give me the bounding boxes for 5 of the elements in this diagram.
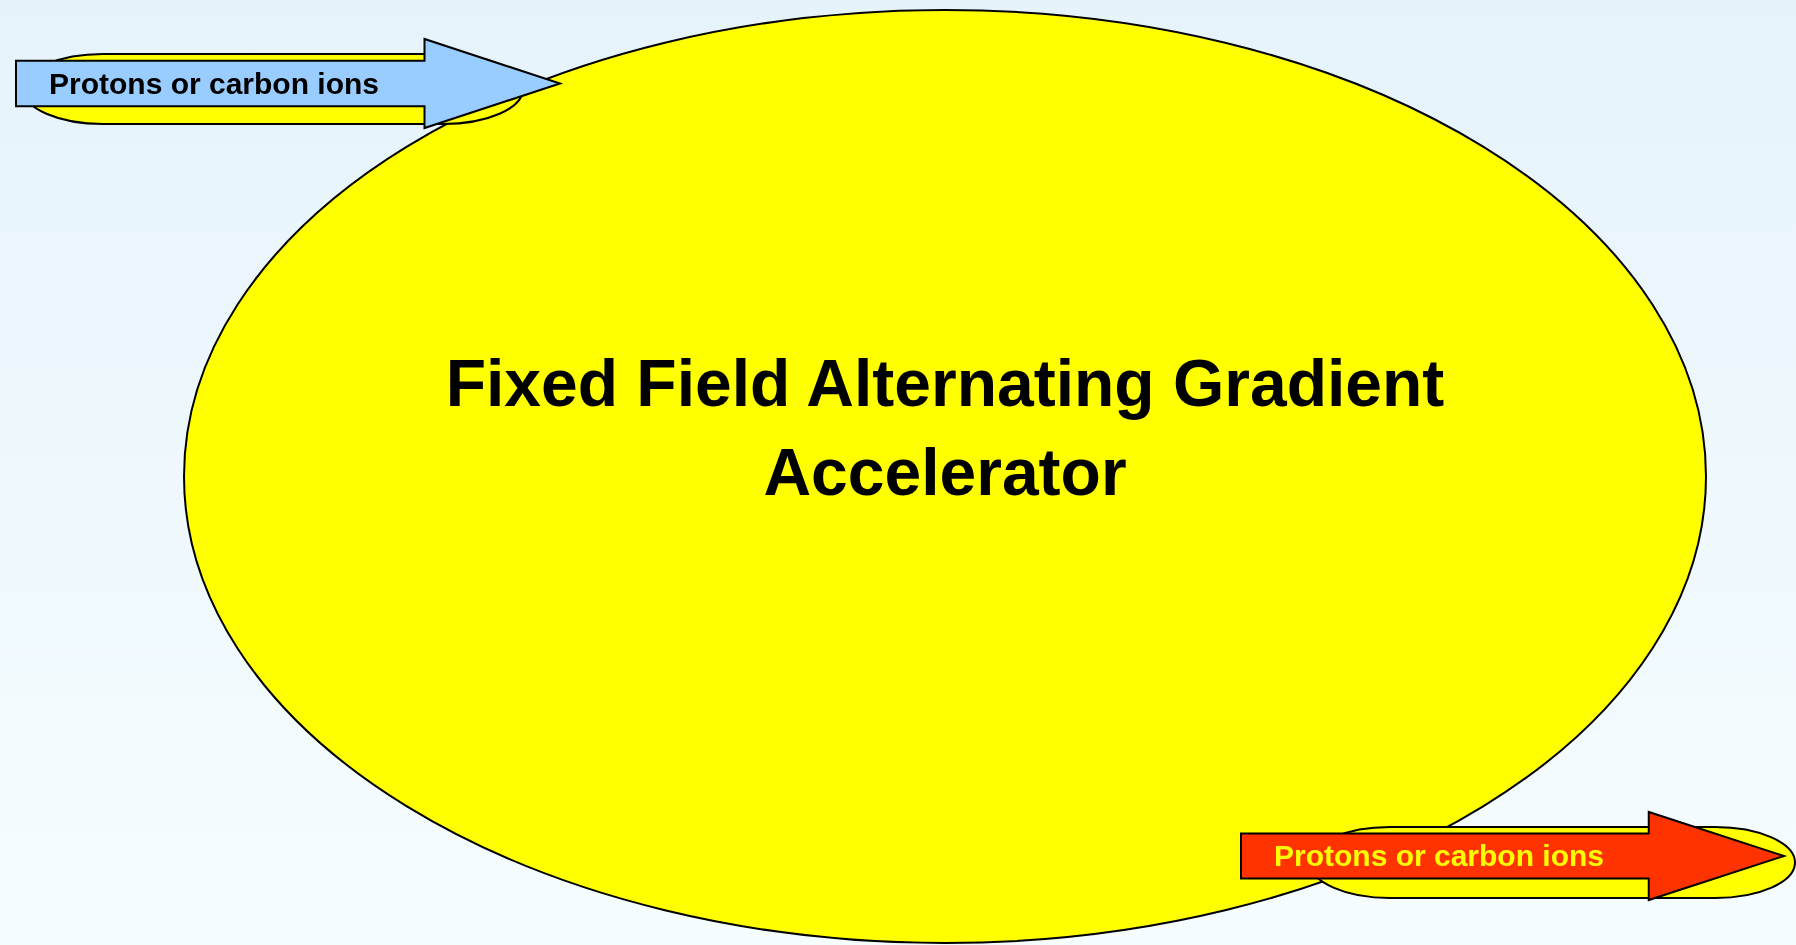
output-arrow <box>1240 811 1796 901</box>
accelerator-title: Fixed Field Alternating Gradient Accelerator <box>444 345 1446 512</box>
input-arrow <box>15 38 561 129</box>
arrow-label: Protons or carbon ions <box>49 65 380 102</box>
arrow-label: Protons or carbon ions <box>1274 838 1605 874</box>
